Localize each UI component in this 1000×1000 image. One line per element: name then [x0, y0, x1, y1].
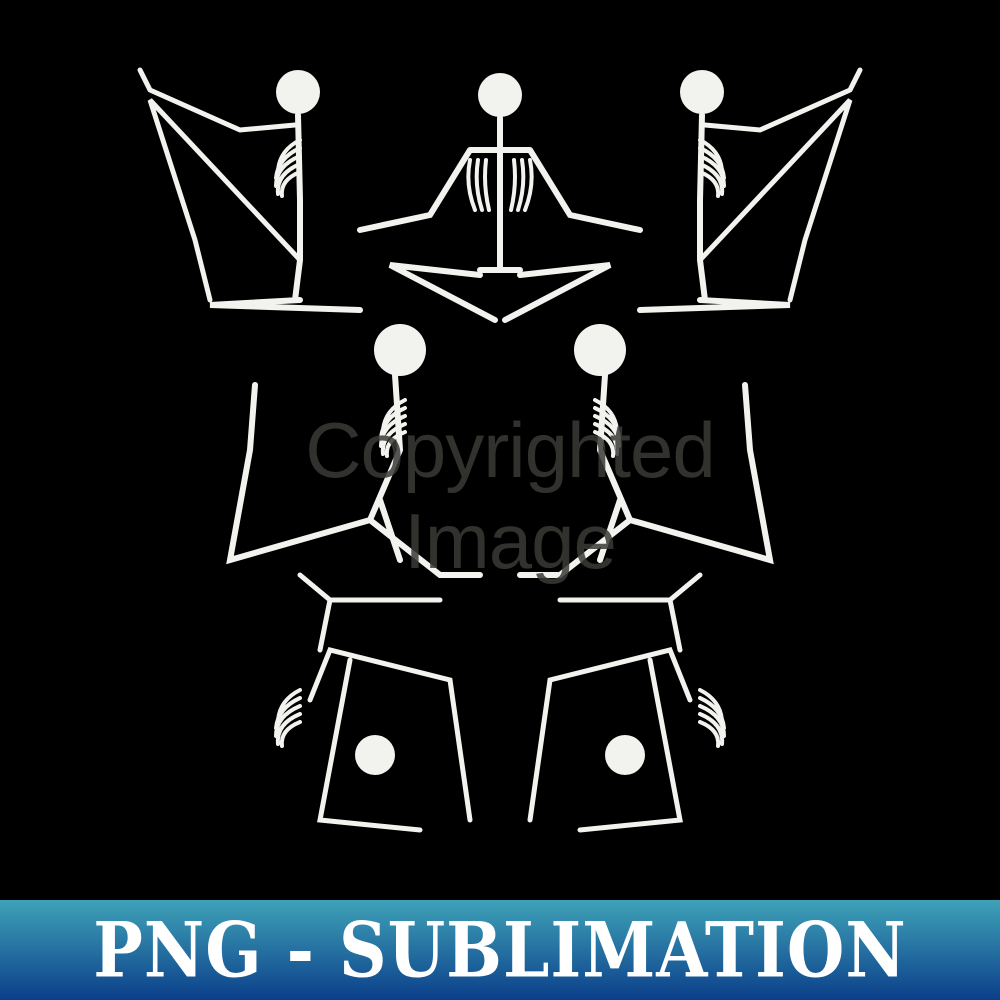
- skeleton-yoga-artwork: [0, 0, 1000, 900]
- skeleton-kneeling-right: [640, 70, 860, 310]
- png-sublimation-banner: PNG - SUBLIMATION: [0, 900, 1000, 1000]
- banner-text: PNG - SUBLIMATION: [93, 905, 907, 995]
- skeleton-kneeling-left: [140, 70, 360, 310]
- copyright-watermark: Copyrighted Image: [305, 406, 716, 585]
- skeleton-meditating: [357, 73, 643, 323]
